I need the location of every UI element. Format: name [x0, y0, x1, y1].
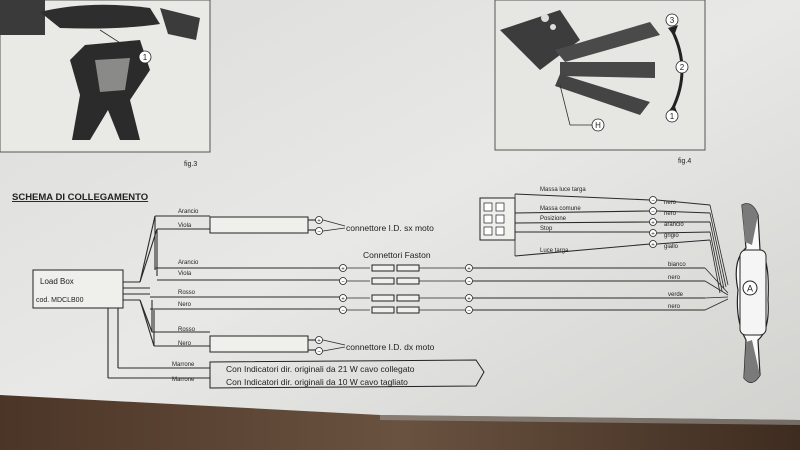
figure-3: 1 fig.3 [0, 0, 211, 168]
faston-wire-1: Arancio [178, 260, 199, 266]
svg-text:−: − [467, 280, 471, 286]
output-color-2: nero [668, 275, 681, 281]
right-connector-wire-2: Nero [178, 341, 192, 347]
paper-edge-shadow [380, 415, 800, 425]
fig3-plate-holder-window [95, 58, 130, 92]
left-connector-body [209, 216, 309, 234]
plug-color-3: arancio [664, 222, 684, 228]
right-connector-wire-1: Rosso [178, 327, 196, 333]
tail-light-unit: A [735, 203, 769, 383]
svg-text:−: − [651, 199, 655, 205]
fig4-callout-1: 1 [670, 112, 675, 121]
faston-title: Connettori Faston [363, 250, 431, 260]
fig4-callout-1-circle [665, 109, 679, 123]
fig3-indicator [160, 8, 200, 40]
fig4-indicator-down [555, 74, 650, 115]
fig4-bracket-hole-2 [550, 24, 556, 30]
plug-color-2: nero [664, 211, 677, 217]
faston-wire-3: Rosso [178, 290, 196, 296]
plug-color-4: grigio [664, 233, 679, 239]
output-color-1: bianco [668, 262, 686, 268]
plug-color-5: giallo [664, 244, 679, 250]
svg-text:+: + [467, 297, 471, 303]
fig3-dark-corner [0, 0, 45, 35]
svg-text:−: − [467, 309, 471, 315]
right-connector-body [209, 335, 309, 353]
left-connector-group: Arancio Viola + − connettore I.D. sx mot… [155, 209, 434, 236]
schema-title: SCHEMA DI COLLEGAMENTO [12, 192, 148, 203]
svg-text:−: − [651, 210, 655, 216]
fig4-callout-2-circle [675, 60, 689, 74]
faston-wire-4: Nero [178, 302, 192, 308]
left-connector-wire-2: Viola [178, 223, 192, 229]
tail-callout-a: A [747, 284, 753, 294]
plug-wire-5: Luce targa [540, 248, 569, 254]
fig3-tail-light [40, 4, 160, 29]
notes-frame [209, 359, 485, 389]
fig4-cable [559, 84, 571, 126]
fig4-callout-3: 3 [670, 16, 675, 25]
svg-text:−: − [317, 350, 321, 356]
faston-wire-2: Viola [178, 271, 192, 277]
fig4-caption: fig.4 [678, 158, 691, 165]
note-2: Con Indicatori dir. originali da 10 W ca… [226, 377, 408, 387]
marrone-label-2: Marrone [172, 377, 195, 383]
left-connector-label: connettore I.D. sx moto [346, 223, 434, 233]
fig4-indicator-up [555, 22, 660, 62]
faston-group: Connettori Faston Arancio Viola Rosso Ne… [150, 250, 705, 315]
fig4-callout-3-circle [665, 13, 679, 27]
svg-text:−: − [341, 280, 345, 286]
plug-wire-2: Massa comune [540, 206, 581, 212]
plug-wire-3: Posizione [540, 216, 567, 222]
plug-wire-4: Stop [540, 226, 553, 232]
plug-group: Massa luce targa Massa comune Posizione … [479, 187, 729, 311]
figure-4: H 3 2 1 fig.4 [494, 0, 706, 165]
fig4-bracket-hole [541, 14, 549, 22]
fig4-callout-2: 2 [680, 63, 685, 72]
svg-text:−: − [341, 309, 345, 315]
svg-text:+: + [651, 232, 655, 238]
plug-wire-1: Massa luce targa [540, 187, 586, 193]
load-box [32, 269, 124, 309]
left-connector-wire-1: Arancio [178, 209, 199, 215]
fig4-h-label: H [595, 121, 601, 130]
right-connector-group: Rosso Nero + − connettore I.D. dx moto [152, 327, 435, 356]
output-color-3: verde [668, 292, 684, 298]
svg-text:+: + [317, 219, 321, 225]
svg-text:−: − [317, 230, 321, 236]
svg-text:+: + [341, 267, 345, 273]
svg-text:+: + [317, 339, 321, 345]
svg-text:+: + [341, 297, 345, 303]
fig3-callout: 1 [143, 53, 148, 62]
fig3-caption: fig.3 [184, 161, 197, 168]
fig4-indicator-mid [560, 62, 655, 78]
output-color-4: nero [668, 304, 681, 310]
svg-text:+: + [467, 267, 471, 273]
marrone-notes: Marrone Marrone Con Indicatori dir. orig… [172, 359, 485, 389]
marrone-label-1: Marrone [172, 362, 195, 368]
load-box-code: cod. MDCLB00 [36, 297, 84, 304]
note-1: Con Indicatori dir. originali da 21 W ca… [226, 364, 415, 374]
wiring-left [107, 215, 210, 379]
svg-text:+: + [651, 221, 655, 227]
fig3-callout-line [99, 29, 140, 56]
right-connector-label: connettore I.D. dx moto [346, 342, 435, 352]
svg-text:+: + [651, 243, 655, 249]
plug-color-1: nero [664, 200, 677, 206]
fig4-arrow-head-top [668, 25, 678, 36]
fig3-callout-circle [138, 50, 152, 64]
load-box-label: Load Box [40, 277, 74, 286]
